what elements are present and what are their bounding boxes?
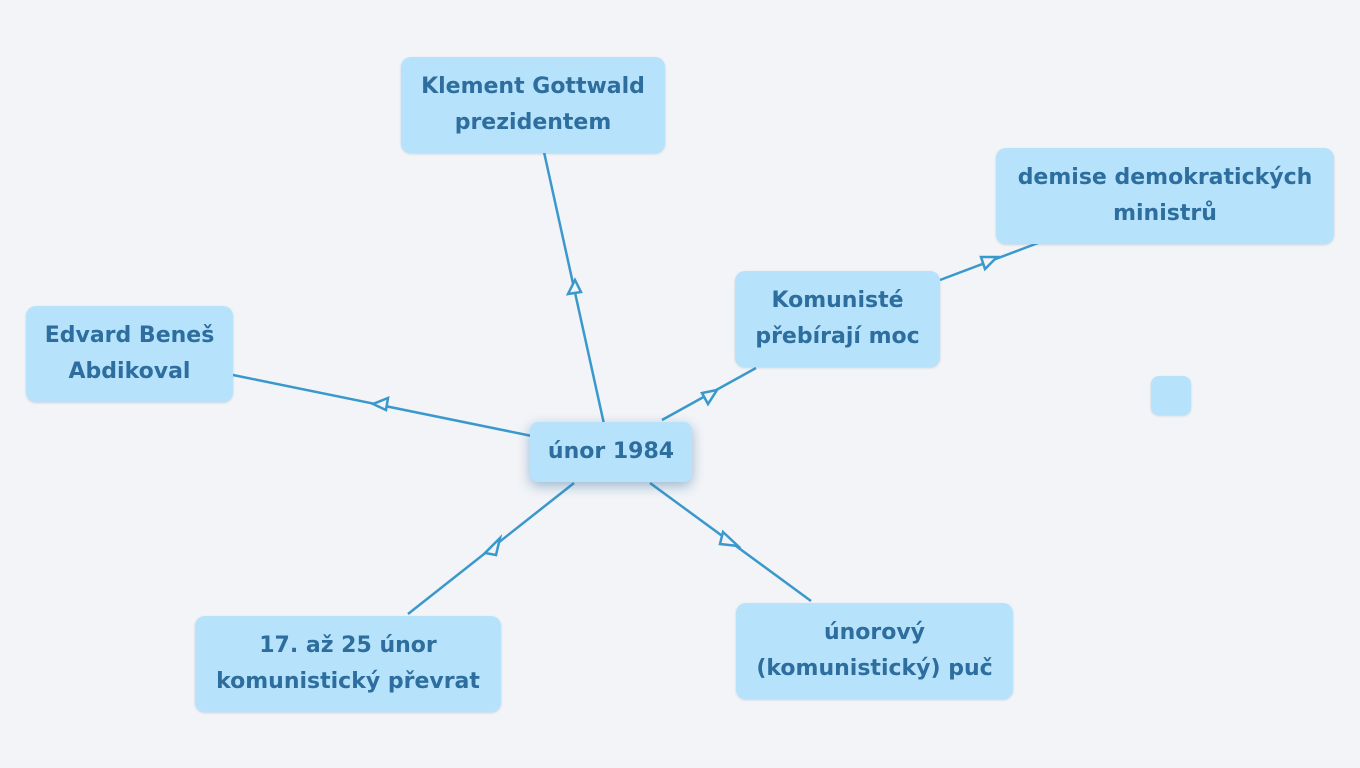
arrow-head-root-gottwald (565, 277, 583, 296)
topic-label: demise demokratických ministrů (1017, 165, 1313, 226)
topic-unorovy-puc[interactable]: únorový (komunistický) puč (736, 603, 1013, 699)
topic-label: Klement Gottwald prezidentem (421, 74, 645, 135)
arrow-head-root-komuniste (700, 388, 720, 407)
topic-label: únorový (komunistický) puč (756, 620, 993, 681)
topic-label: Edvard Beneš Abdikoval (44, 323, 215, 384)
central-topic[interactable]: únor 1984 (530, 422, 692, 482)
arrow-head-root-prevrat (482, 534, 503, 557)
topic-label: Komunisté přebírají moc (755, 288, 920, 349)
topic-demise-ministru[interactable]: demise demokratických ministrů (996, 148, 1334, 244)
arrow-head-root-puc (718, 529, 742, 548)
topic-empty[interactable] (1151, 376, 1191, 415)
topic-komunisticky-prevrat[interactable]: 17. až 25 únor komunistický převrat (195, 616, 501, 712)
topic-label: 17. až 25 únor komunistický převrat (216, 633, 480, 694)
topic-klement-gottwald[interactable]: Klement Gottwald prezidentem (401, 57, 665, 153)
topic-komuniste-moc[interactable]: Komunisté přebírají moc (735, 271, 940, 367)
topic-edvard-benes[interactable]: Edvard Beneš Abdikoval (26, 306, 233, 402)
central-topic-label: únor 1984 (547, 439, 675, 464)
arrow-head-komuniste-demise (979, 255, 1001, 272)
arrow-head-root-benes (369, 396, 390, 412)
